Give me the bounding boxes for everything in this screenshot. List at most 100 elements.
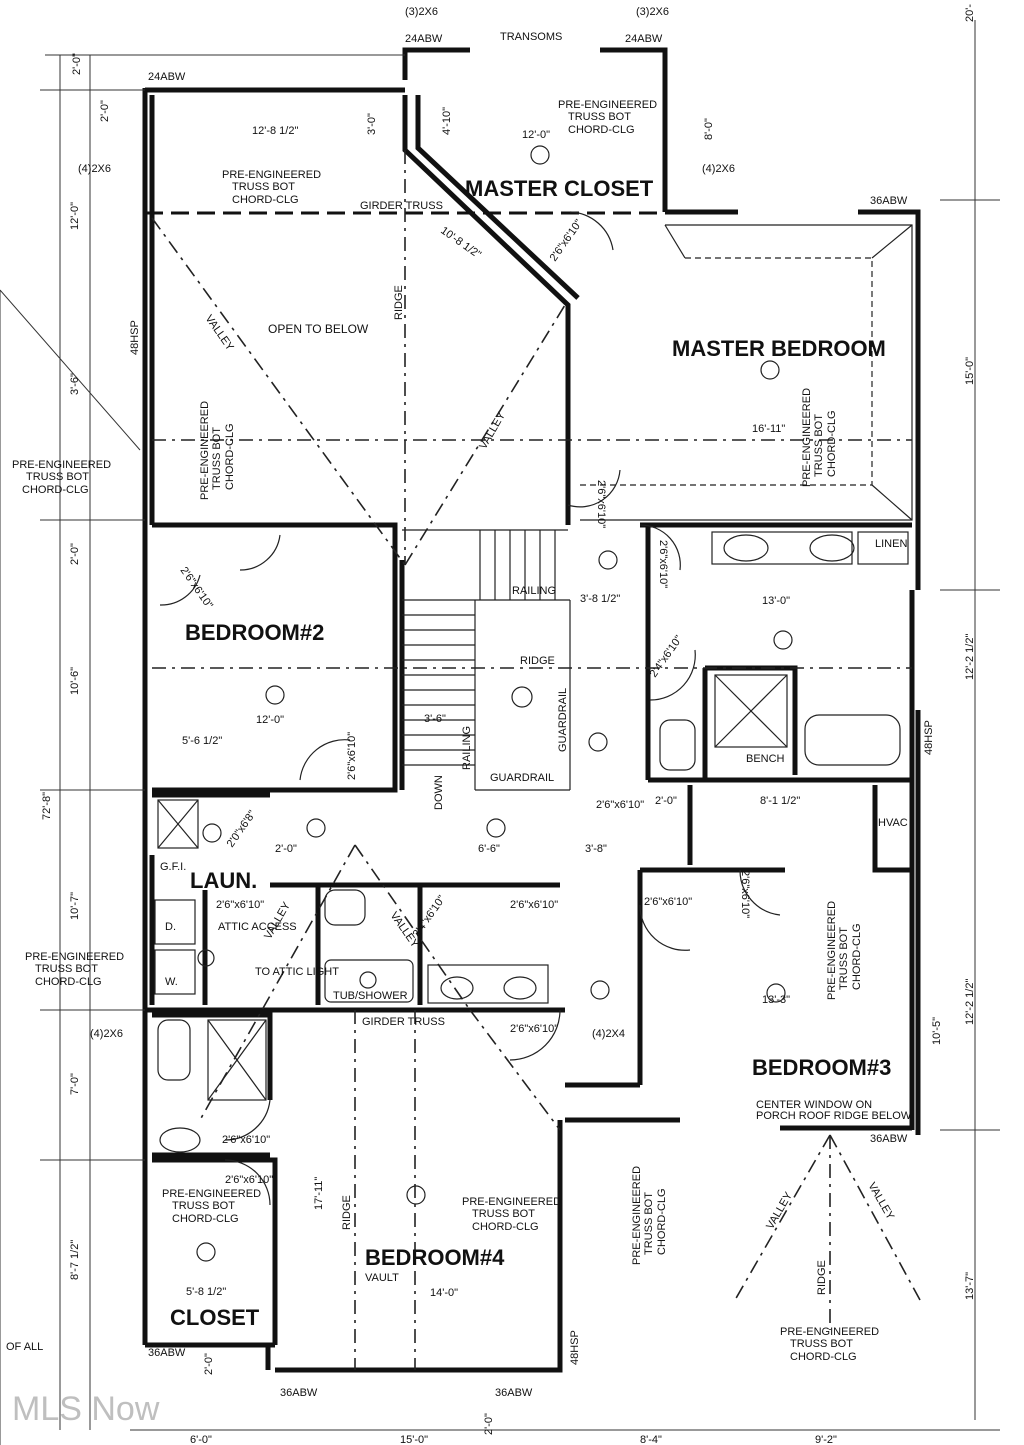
ceiling-light-icon — [406, 1185, 426, 1205]
label-porch-roof: PORCH ROOF RIDGE BELOW — [756, 1110, 912, 1122]
truss-callout: PRE-ENGINEERED TRUSS BOT CHORD-CLG — [462, 1196, 561, 1233]
svg-text:12'-2 1/2": 12'-2 1/2" — [964, 634, 976, 680]
svg-text:3'-6": 3'-6" — [69, 373, 81, 395]
ceiling-light-icon — [197, 949, 215, 967]
truss-callout-vertical: PRE-ENGINEERED TRUSS BOT CHORD-CLG — [199, 401, 236, 500]
ceiling-light-icon — [486, 818, 506, 838]
truss-callouts: PRE-ENGINEERED TRUSS BOT CHORD-CLG PRE-E… — [12, 99, 879, 1363]
toilet — [157, 1019, 191, 1081]
label-girder-truss: GIRDER TRUSS — [360, 200, 443, 212]
svg-text:CHORD-CLG: CHORD-CLG — [568, 124, 635, 136]
svg-text:24ABW: 24ABW — [625, 33, 663, 45]
svg-text:2'6"x6'10": 2'6"x6'10" — [510, 899, 558, 911]
svg-text:PRE-ENGINEERED: PRE-ENGINEERED — [199, 401, 211, 500]
svg-text:15'-0": 15'-0" — [964, 357, 976, 385]
dimension-lines — [0, 20, 1000, 1445]
svg-text:36ABW: 36ABW — [280, 1387, 318, 1399]
svg-text:8'-4": 8'-4" — [640, 1434, 662, 1445]
svg-text:TRUSS BOT: TRUSS BOT — [35, 963, 98, 975]
svg-text:2'-0": 2'-0" — [203, 1353, 215, 1375]
svg-text:CHORD-CLG: CHORD-CLG — [232, 194, 299, 206]
double-vanity — [427, 964, 549, 1004]
svg-text:6'-0": 6'-0" — [190, 1434, 212, 1445]
svg-text:CHORD-CLG: CHORD-CLG — [851, 923, 863, 990]
svg-text:24ABW: 24ABW — [405, 33, 443, 45]
svg-text:20'-: 20'- — [964, 4, 976, 22]
label-attic-access: ATTIC ACCESS — [218, 921, 297, 933]
svg-text:PRE-ENGINEERED: PRE-ENGINEERED — [162, 1188, 261, 1200]
ceiling-light-icon — [588, 732, 608, 752]
svg-text:17'-11": 17'-11" — [313, 1177, 325, 1210]
room-bedroom-4: BEDROOM#4 — [365, 1245, 505, 1270]
truss-callout-vertical: PRE-ENGINEERED TRUSS BOT CHORD-CLG — [631, 1166, 668, 1265]
svg-text:TRUSS BOT: TRUSS BOT — [838, 927, 850, 990]
shower — [714, 674, 788, 748]
truss-callout: PRE-ENGINEERED TRUSS BOT CHORD-CLG — [162, 1188, 261, 1225]
svg-text:(4)2X4: (4)2X4 — [592, 1028, 625, 1040]
label-washer: W. — [165, 976, 178, 988]
room-master-closet: MASTER CLOSET — [465, 176, 654, 201]
svg-text:13'-3": 13'-3" — [762, 994, 790, 1006]
svg-text:PRE-ENGINEERED: PRE-ENGINEERED — [801, 388, 813, 487]
svg-text:13'-0": 13'-0" — [762, 595, 790, 607]
tub-shower — [324, 959, 414, 1003]
svg-text:2'6"x6'10": 2'6"x6'10" — [596, 799, 644, 811]
svg-text:10'-7": 10'-7" — [69, 892, 81, 920]
svg-text:15'-0": 15'-0" — [400, 1434, 428, 1445]
tray-ceiling — [580, 224, 913, 521]
label-open-to-below: OPEN TO BELOW — [268, 322, 369, 336]
room-laundry: LAUN. — [190, 868, 257, 893]
fixtures — [154, 531, 909, 1153]
header-callouts: 24ABW 24ABW 24ABW 36ABW 36ABW 36ABW 36AB… — [78, 6, 935, 1399]
svg-text:12'-2 1/2": 12'-2 1/2" — [964, 979, 976, 1025]
svg-text:PRE-ENGINEERED: PRE-ENGINEERED — [222, 169, 321, 181]
label-ridge-porch: RIDGE — [816, 1260, 828, 1295]
room-bedroom-3: BEDROOM#3 — [752, 1055, 891, 1080]
svg-text:TRUSS BOT: TRUSS BOT — [643, 1192, 655, 1255]
dimension-text: 12'-8 1/2" 12'-0" 10'-8 1/2" 16'-11" 13'… — [41, 4, 976, 1445]
label-valley-2: VALLEY — [477, 410, 508, 452]
shower-stall — [207, 1019, 267, 1101]
svg-text:CHORD-CLG: CHORD-CLG — [172, 1213, 239, 1225]
svg-text:CHORD-CLG: CHORD-CLG — [790, 1351, 857, 1363]
svg-text:CHORD-CLG: CHORD-CLG — [826, 410, 838, 477]
svg-text:2'6"x6'10": 2'6"x6'10" — [178, 565, 215, 611]
svg-text:2'-0": 2'-0" — [655, 795, 677, 807]
svg-text:2'-0": 2'-0" — [71, 53, 83, 75]
roof-lines — [151, 150, 921, 1370]
svg-text:12'-8 1/2": 12'-8 1/2" — [252, 125, 298, 137]
svg-text:48HSP: 48HSP — [129, 320, 141, 355]
ceiling-light-icon — [511, 686, 533, 708]
sink — [723, 534, 769, 562]
svg-text:14'-0": 14'-0" — [430, 1287, 458, 1299]
svg-text:(4)2X6: (4)2X6 — [78, 163, 111, 175]
light-fixtures — [196, 145, 793, 1262]
label-valley-5: VALLEY — [764, 1190, 795, 1232]
svg-text:5'-8 1/2": 5'-8 1/2" — [186, 1286, 226, 1298]
ceiling-light-icon — [202, 823, 222, 843]
ceiling-light-icon — [598, 550, 618, 570]
svg-text:2'6"x6'10": 2'6"x6'10" — [548, 217, 585, 263]
svg-text:12'-0": 12'-0" — [256, 714, 284, 726]
sink — [440, 976, 474, 1000]
label-railing: RAILING — [512, 585, 556, 597]
label-down: DOWN — [433, 775, 445, 810]
svg-text:8'-0": 8'-0" — [703, 118, 715, 140]
label-of-all: OF ALL — [6, 1341, 43, 1353]
svg-text:TRUSS BOT: TRUSS BOT — [26, 471, 89, 483]
washer — [154, 949, 196, 995]
svg-text:36ABW: 36ABW — [495, 1387, 533, 1399]
svg-text:36ABW: 36ABW — [870, 195, 908, 207]
room-closet: CLOSET — [170, 1305, 260, 1330]
sink — [159, 1127, 201, 1153]
svg-text:4'-10": 4'-10" — [441, 107, 453, 135]
label-railing-vertical: RAILING — [461, 726, 473, 770]
svg-text:8'-1 1/2": 8'-1 1/2" — [760, 795, 800, 807]
label-bench: BENCH — [746, 753, 785, 765]
svg-text:36ABW: 36ABW — [148, 1347, 186, 1359]
svg-text:2'6"x6'10": 2'6"x6'10" — [595, 480, 607, 528]
label-girder-truss-lower: GIRDER TRUSS — [362, 1016, 445, 1028]
svg-text:12'-0": 12'-0" — [522, 129, 550, 141]
truss-callout-vertical: PRE-ENGINEERED TRUSS BOT CHORD-CLG — [801, 388, 838, 487]
